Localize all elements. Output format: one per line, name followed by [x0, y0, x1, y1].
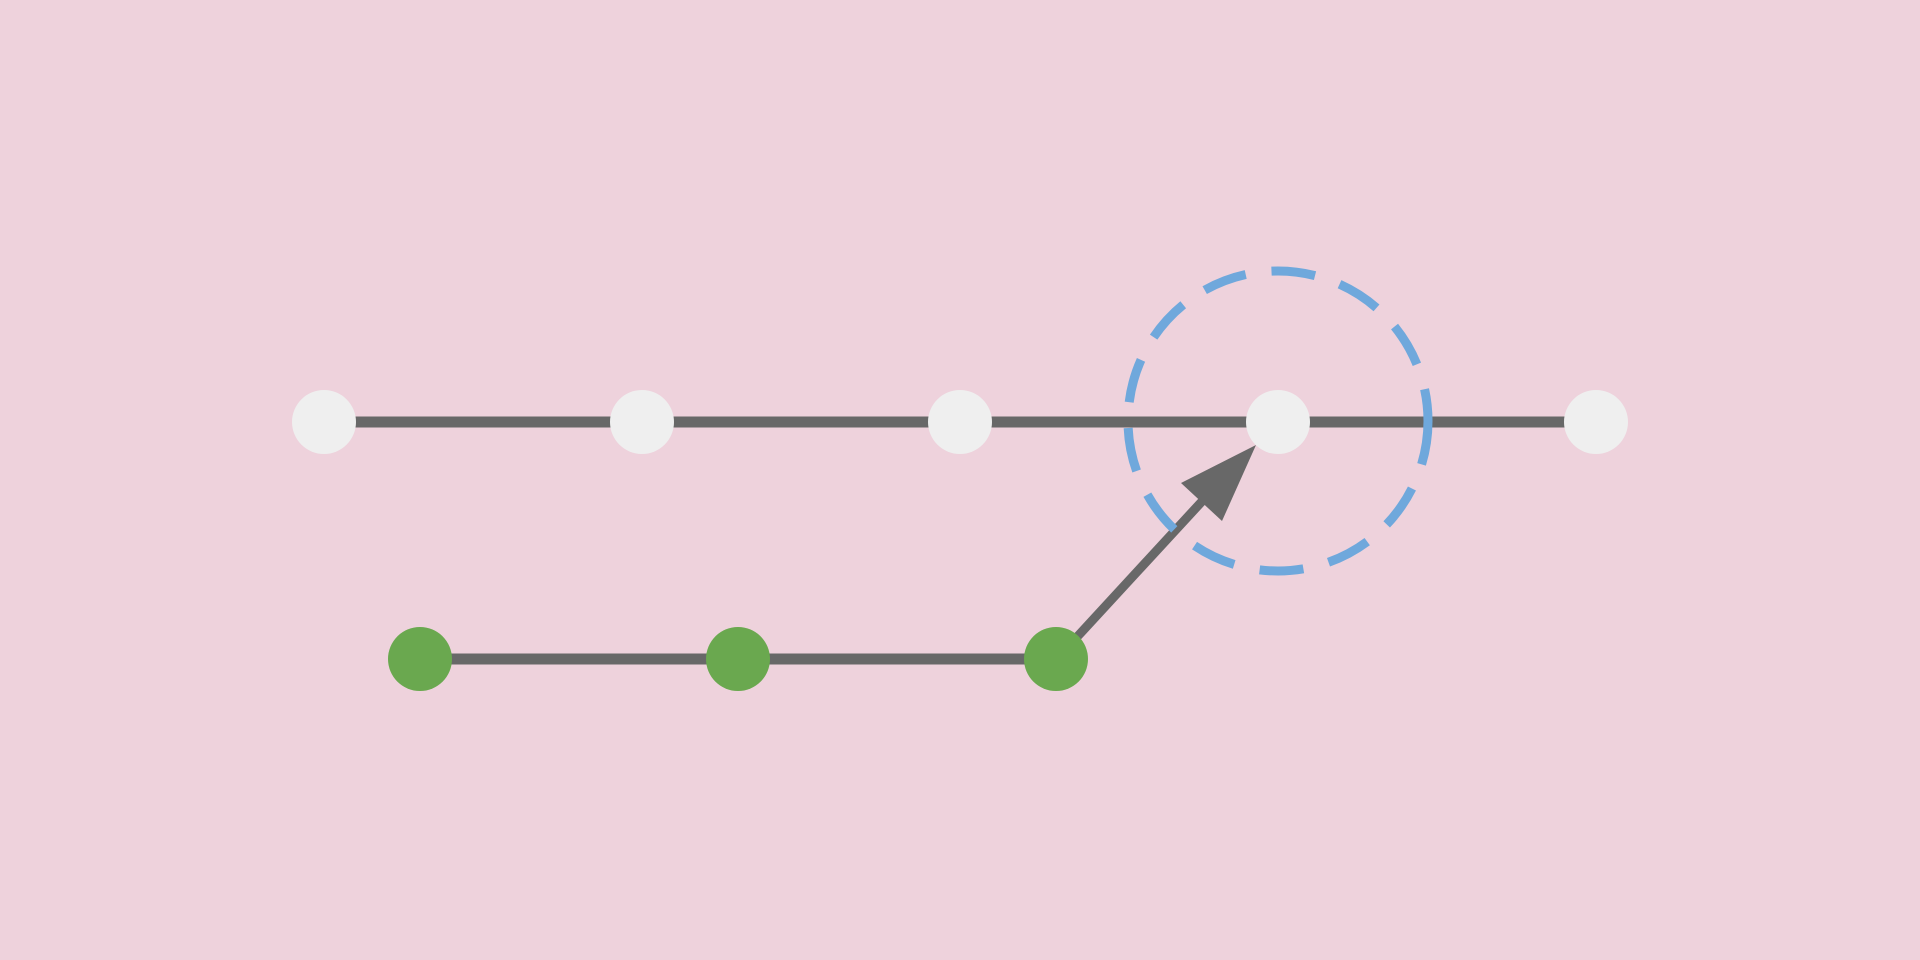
main-node-5: [1564, 390, 1628, 454]
main-node-4: [1246, 390, 1310, 454]
branch-node-3: [1024, 627, 1088, 691]
highlight-dashed-circle: [1123, 266, 1433, 576]
main-node-3: [928, 390, 992, 454]
branch-node-2: [706, 627, 770, 691]
branch-node-1: [388, 627, 452, 691]
main-node-1: [292, 390, 356, 454]
merge-arrow-head: [1181, 445, 1256, 521]
merge-arrow-shaft: [1073, 493, 1210, 641]
main-node-2: [610, 390, 674, 454]
